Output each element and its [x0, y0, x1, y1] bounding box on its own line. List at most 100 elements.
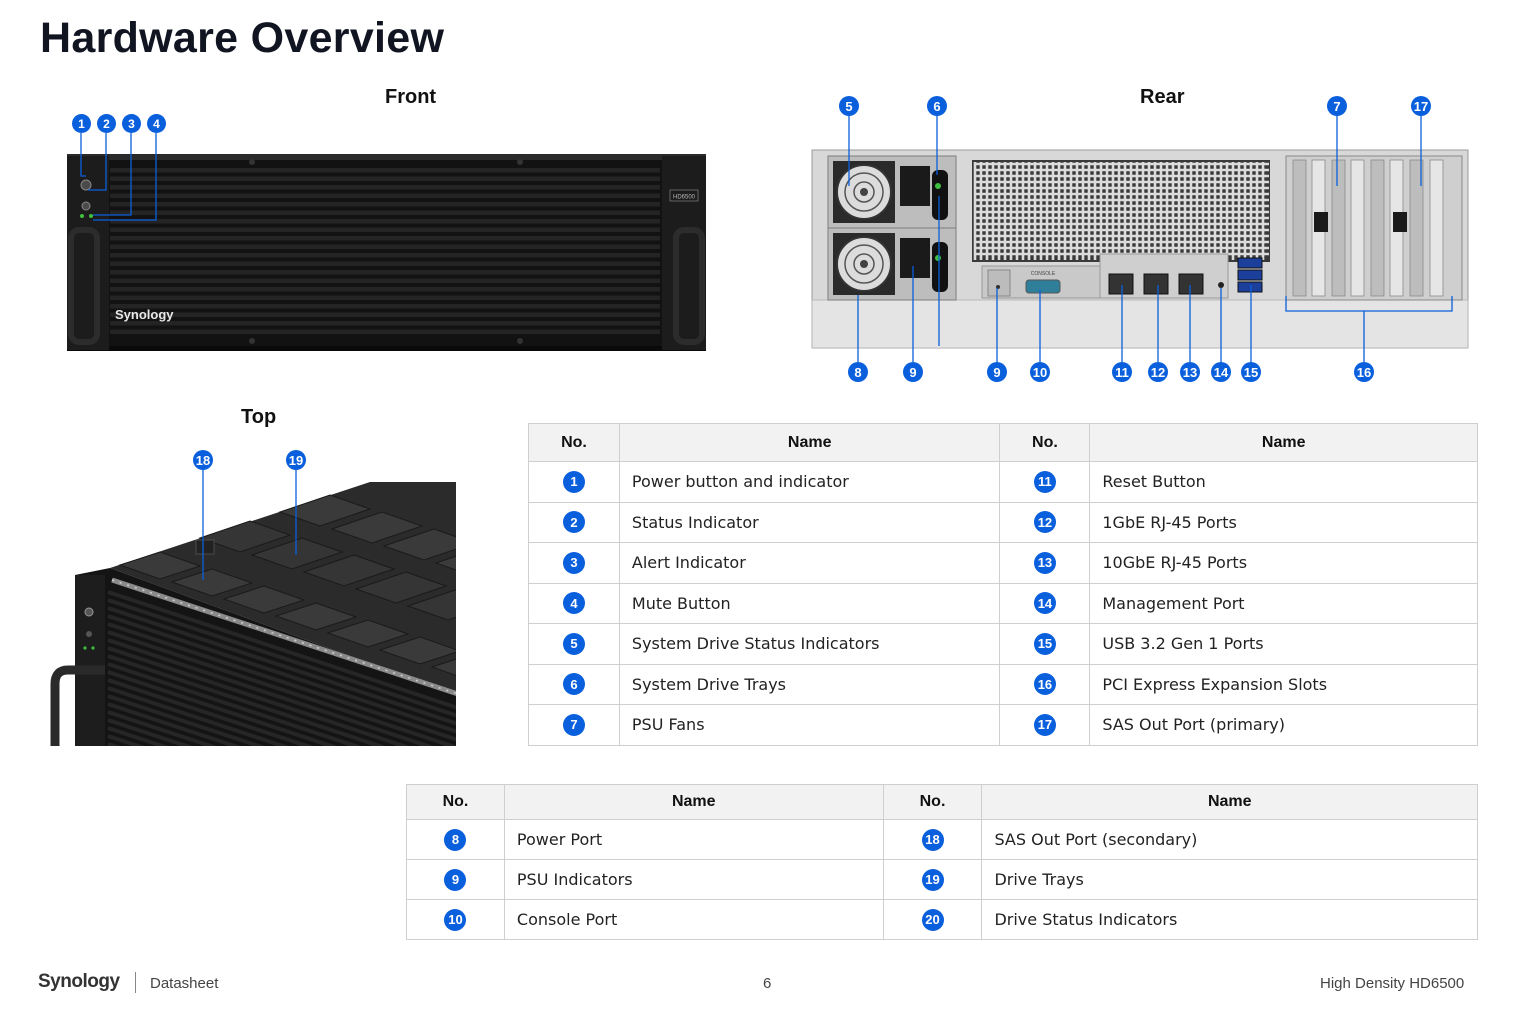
number-badge: 8 — [444, 828, 467, 851]
front-right-handle — [673, 227, 705, 345]
callout-badge-16: 16 — [1354, 362, 1374, 382]
usb-port-3 — [1237, 281, 1263, 293]
drive-status-strip — [111, 577, 456, 697]
number-badge: 18 — [921, 828, 944, 851]
column-header-no: No. — [406, 784, 505, 820]
model-badge-frame — [669, 189, 699, 202]
usb-port-1 — [1237, 257, 1263, 269]
table-cell-number: 12 — [999, 501, 1091, 543]
power-port-1 — [900, 166, 930, 206]
table-cell-name: USB 3.2 Gen 1 Ports — [1089, 623, 1478, 665]
table-cell-name: Drive Trays — [981, 859, 1478, 900]
table-cell-name: PSU Fans — [618, 704, 1001, 746]
table-cell-name: Drive Status Indicators — [981, 899, 1478, 940]
callout-badge-14: 14 — [1211, 362, 1231, 382]
callout-badge-3: 3 — [122, 114, 141, 133]
usb-port-2 — [1237, 269, 1263, 281]
top-view-label: Top — [241, 406, 277, 428]
front-status-led — [80, 214, 84, 218]
callout-badge-6: 6 — [927, 96, 947, 116]
number-badge: 20 — [921, 908, 944, 931]
number-badge: 3 — [562, 551, 585, 574]
top-view-grille — [107, 590, 456, 746]
console-port-label: CONSOLE — [1031, 271, 1056, 277]
table-cell-name: PSU Indicators — [503, 859, 884, 900]
front-brand-logo: Synology — [115, 307, 174, 322]
number-badge: 5 — [562, 632, 585, 655]
callout-badge-15: 15 — [1241, 362, 1261, 382]
table-cell-number: 9 — [406, 859, 505, 900]
sas-port-secondary — [195, 539, 215, 555]
number-badge: 14 — [1033, 592, 1056, 615]
console-port — [1025, 279, 1061, 294]
front-view-label: Front — [385, 86, 437, 108]
number-badge: 6 — [562, 673, 585, 696]
column-header-name: Name — [1089, 423, 1478, 462]
table-cell-number: 20 — [882, 899, 983, 940]
rear-view-label: Rear — [1140, 86, 1185, 108]
table-cell-number: 1 — [528, 461, 620, 503]
table-cell-number: 10 — [406, 899, 505, 940]
table-cell-name: Management Port — [1089, 582, 1478, 624]
table-cell-number: 2 — [528, 501, 620, 543]
drive-trays — [118, 494, 456, 676]
front-leader-lines — [80, 133, 157, 221]
table-cell-number: 16 — [999, 663, 1091, 705]
callout-badge-13: 13 — [1180, 362, 1200, 382]
table-cell-number: 19 — [882, 859, 983, 900]
sas-port-secondary-rear — [1393, 212, 1407, 232]
top-leader-lines — [202, 470, 297, 580]
callout-badge-17: 17 — [1411, 96, 1431, 116]
table-cell-number: 4 — [528, 582, 620, 624]
rj45-port-2 — [1143, 273, 1169, 295]
page-number: 6 — [763, 975, 772, 992]
table-cell-number: 18 — [882, 819, 983, 860]
number-badge: 15 — [1033, 632, 1056, 655]
table-cell-number: 15 — [999, 623, 1091, 665]
column-header-name: Name — [981, 784, 1478, 820]
rear-leader-lines — [848, 116, 1453, 362]
footer-doc-type: Datasheet — [150, 975, 219, 992]
number-badge: 9 — [444, 868, 467, 891]
number-badge: 7 — [562, 713, 585, 736]
sas-port-primary — [1314, 212, 1328, 232]
callout-badge-4: 4 — [147, 114, 166, 133]
table-cell-number: 14 — [999, 582, 1091, 624]
model-badge: HD6500 — [673, 195, 696, 201]
rear-mesh-pattern — [973, 162, 1269, 260]
table-cell-name: Status Indicator — [618, 501, 1001, 543]
table-cell-number: 6 — [528, 663, 620, 705]
callout-badge-10: 10 — [1030, 362, 1050, 382]
number-badge: 2 — [562, 511, 585, 534]
number-badge: 12 — [1033, 511, 1056, 534]
table-cell-name: 10GbE RJ-45 Ports — [1089, 542, 1478, 584]
table-cell-name: Reset Button — [1089, 461, 1478, 503]
number-badge: 1 — [562, 470, 585, 493]
callout-badge-7: 7 — [1327, 96, 1347, 116]
table-cell-number: 3 — [528, 542, 620, 584]
number-badge: 11 — [1033, 470, 1056, 493]
front-alert-led — [89, 214, 93, 218]
column-header-no: No. — [882, 784, 983, 820]
table-cell-name: System Drive Status Indicators — [618, 623, 1001, 665]
front-left-handle — [68, 227, 100, 345]
psu-handle-2 — [932, 242, 948, 292]
table-cell-name: Mute Button — [618, 582, 1001, 624]
psu-handle-1 — [932, 170, 948, 220]
callout-badge-9b: 9 — [987, 362, 1007, 382]
footer-product-name: High Density HD6500 — [1320, 975, 1465, 992]
column-header-name: Name — [503, 784, 884, 820]
front-grille — [110, 168, 660, 334]
table-cell-name: SAS Out Port (primary) — [1089, 704, 1478, 746]
table-cell-name: Console Port — [503, 899, 884, 940]
column-header-name: Name — [618, 423, 1001, 462]
